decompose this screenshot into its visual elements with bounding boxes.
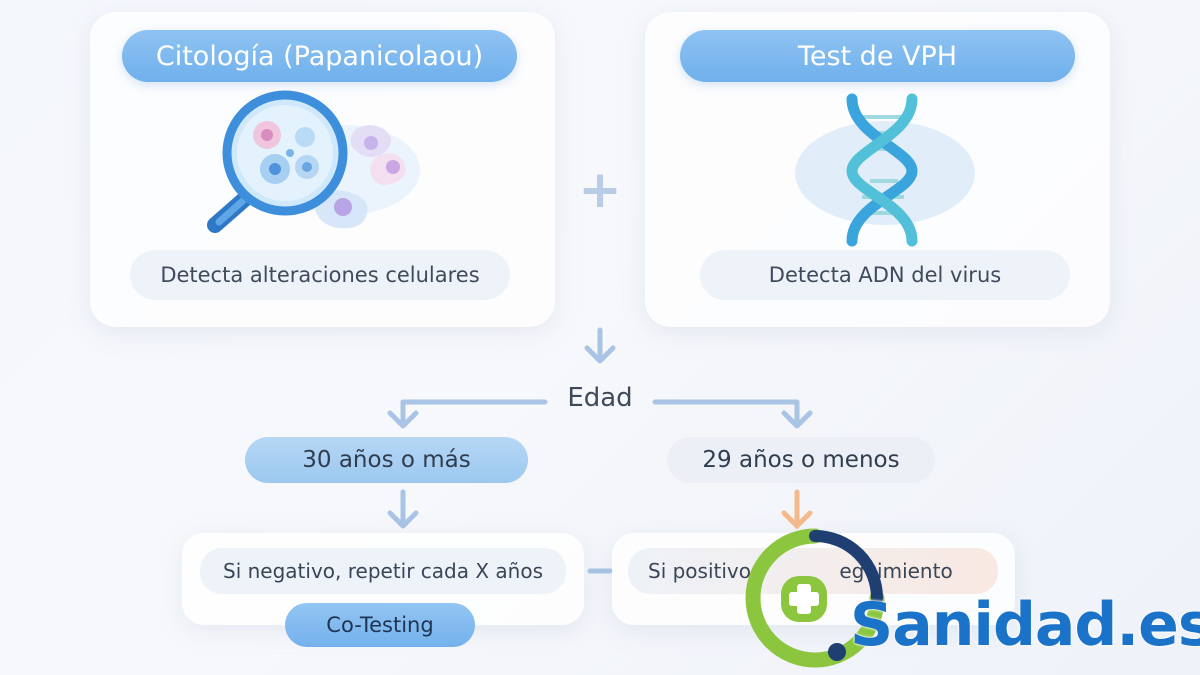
- sanidad-logo-icon: [745, 528, 885, 668]
- age-decision-label: Edad: [567, 383, 633, 413]
- hpv-title: Test de VPH: [680, 30, 1075, 82]
- dna-icon: [795, 93, 975, 247]
- negative-result-text: Si negativo, repetir cada X años: [200, 548, 566, 594]
- co-testing-pill: Co-Testing: [285, 603, 475, 647]
- positive-result-text-end: eguimiento: [839, 559, 953, 583]
- cytology-description: Detecta alteraciones celulares: [130, 250, 510, 300]
- age-30-plus-pill: 30 años o más: [245, 437, 528, 483]
- magnifier-cells-icon: [207, 90, 420, 233]
- plus-symbol: +: [578, 160, 622, 220]
- sanidad-watermark-text: Sanidad.es: [850, 590, 1200, 660]
- hpv-description: Detecta ADN del virus: [700, 250, 1070, 300]
- cytology-title: Citología (Papanicolaou): [122, 30, 517, 82]
- positive-result-text-start: Si positivo,: [648, 559, 758, 583]
- age-29-under-pill: 29 años o menos: [667, 437, 935, 483]
